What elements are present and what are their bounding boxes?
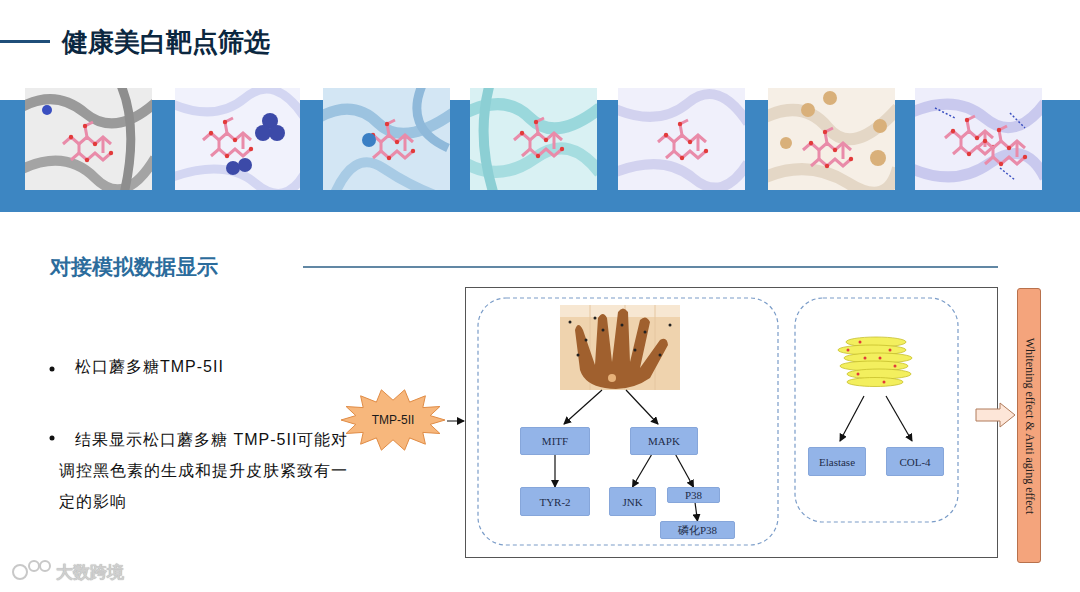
process-box: MITF (520, 427, 590, 455)
connector (676, 455, 694, 487)
node-label: Elastase (819, 456, 855, 468)
slide-title: 健康美白靶点筛选 (62, 25, 270, 60)
process-box: Elastase (808, 447, 866, 476)
node-label: TYR-2 (539, 496, 570, 508)
bullet-text: 松口蘑多糖TMP-5II (75, 357, 224, 378)
pathway-arrow (840, 396, 864, 441)
process-box: JNK (609, 487, 656, 516)
watermark-logo (13, 561, 50, 579)
skin-illustration (560, 305, 680, 390)
node-label: COL-4 (899, 456, 930, 468)
starburst-outline (341, 390, 445, 450)
process-box: P38 (667, 487, 720, 503)
node-label: JNK (622, 496, 642, 508)
input-arrow (447, 421, 464, 422)
connector (695, 503, 697, 521)
node-label: TMP-5II (372, 413, 415, 427)
process-box: 磷化P38 (660, 521, 735, 539)
docking-image (20, 83, 155, 198)
watermark: 大数跨境 (56, 561, 124, 584)
node-label: 磷化P38 (678, 523, 717, 538)
dashed-region (795, 298, 958, 522)
bullet-dot (50, 367, 55, 372)
node-label: MAPK (648, 435, 680, 447)
cell-illustration (838, 337, 912, 387)
node-label: MITF (542, 435, 568, 447)
docking-image (465, 83, 600, 198)
node-label: Whitening effect & Anti aging effect (1022, 337, 1037, 514)
docking-image (318, 83, 453, 198)
bullet-dot (50, 436, 55, 441)
pathway-arrow (626, 390, 658, 424)
bullet-text: 结果显示松口蘑多糖 TMP-5II可能对调控黑色素的生成和提升皮肤紧致有一定的影… (59, 424, 349, 517)
hollow-arrow (976, 403, 1015, 427)
process-box: COL-4 (886, 447, 944, 476)
pathway-arrow (564, 390, 602, 424)
connector (554, 455, 555, 487)
process-box: MAPK (630, 427, 698, 455)
effect-bar: Whitening effect & Anti aging effect (1017, 288, 1041, 563)
node-label: P38 (685, 489, 702, 501)
dashed-region (478, 298, 778, 545)
diagram-frame (466, 288, 998, 558)
process-box: TYR-2 (520, 487, 590, 516)
docking-image (170, 88, 305, 193)
pathway-arrow (886, 396, 912, 441)
heading-rule (303, 266, 998, 268)
section-heading: 对接模拟数据显示 (50, 253, 218, 281)
docking-image (763, 88, 898, 193)
docking-image (910, 88, 1045, 190)
connector (633, 455, 652, 487)
docking-image (613, 88, 748, 190)
starburst-callout: TMP-5II (340, 388, 446, 452)
title-bar (0, 40, 50, 43)
